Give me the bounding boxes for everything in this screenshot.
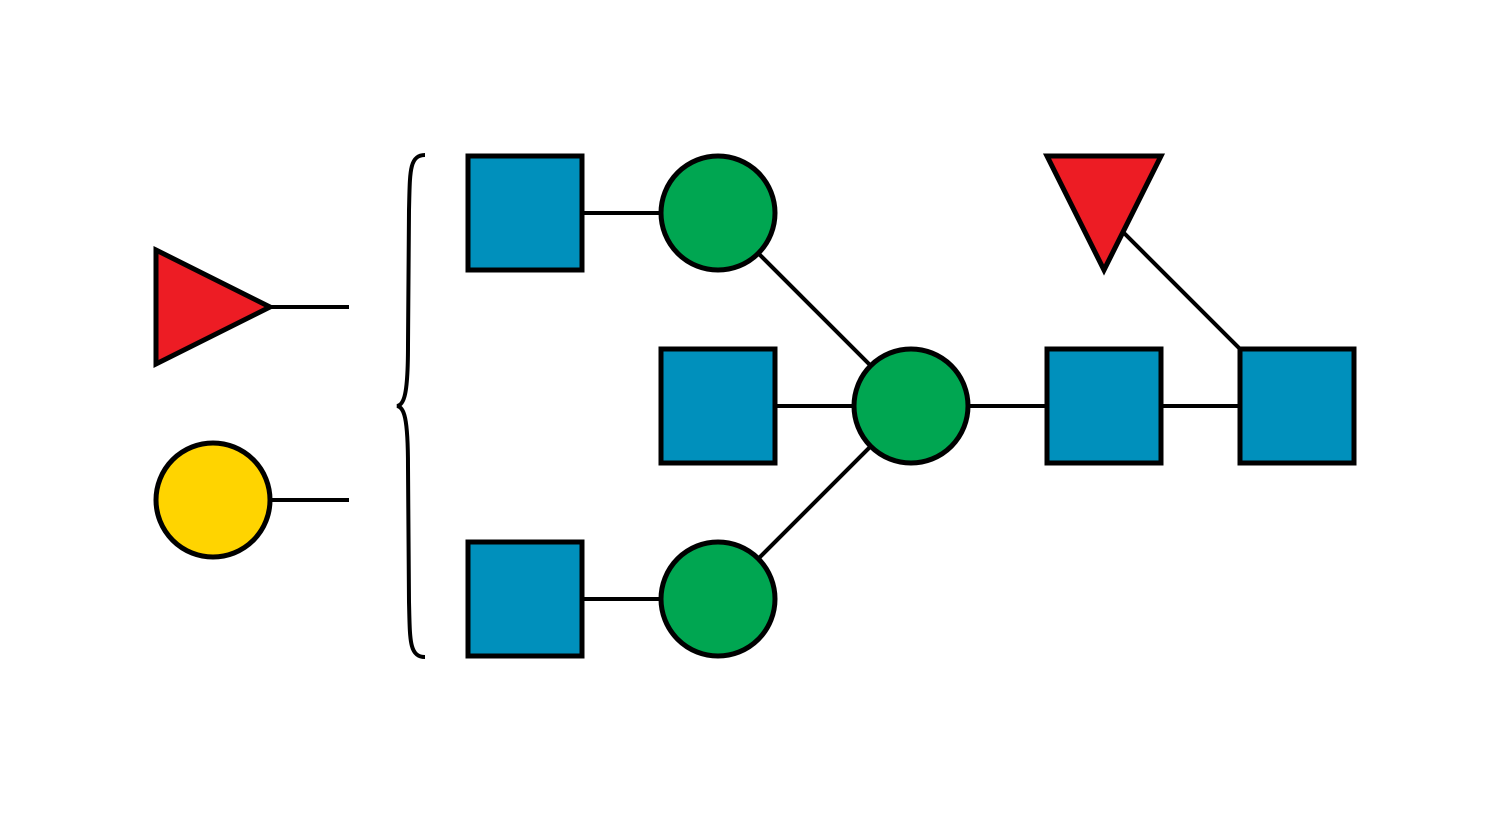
- lower-mannose-circle-icon: [658, 539, 778, 659]
- curly-brace-icon: [396, 153, 426, 659]
- floating-fucose-triangle-icon: [153, 245, 276, 369]
- upper-antenna-glcnac-square-icon: [465, 153, 585, 273]
- floating-galactose-circle-icon: [153, 440, 273, 560]
- lower-antenna-glcnac-square-icon: [465, 539, 585, 659]
- core-mannose-circle-icon: [851, 346, 971, 466]
- reducing-end-glcnac-square-icon: [1237, 346, 1357, 466]
- residues: [153, 153, 1357, 659]
- glcnac-square-icon: [1044, 346, 1164, 466]
- core-fucose-triangle-icon: [1042, 153, 1166, 276]
- bisecting-glcnac-square-icon: [658, 346, 778, 466]
- upper-mannose-circle-icon: [658, 153, 778, 273]
